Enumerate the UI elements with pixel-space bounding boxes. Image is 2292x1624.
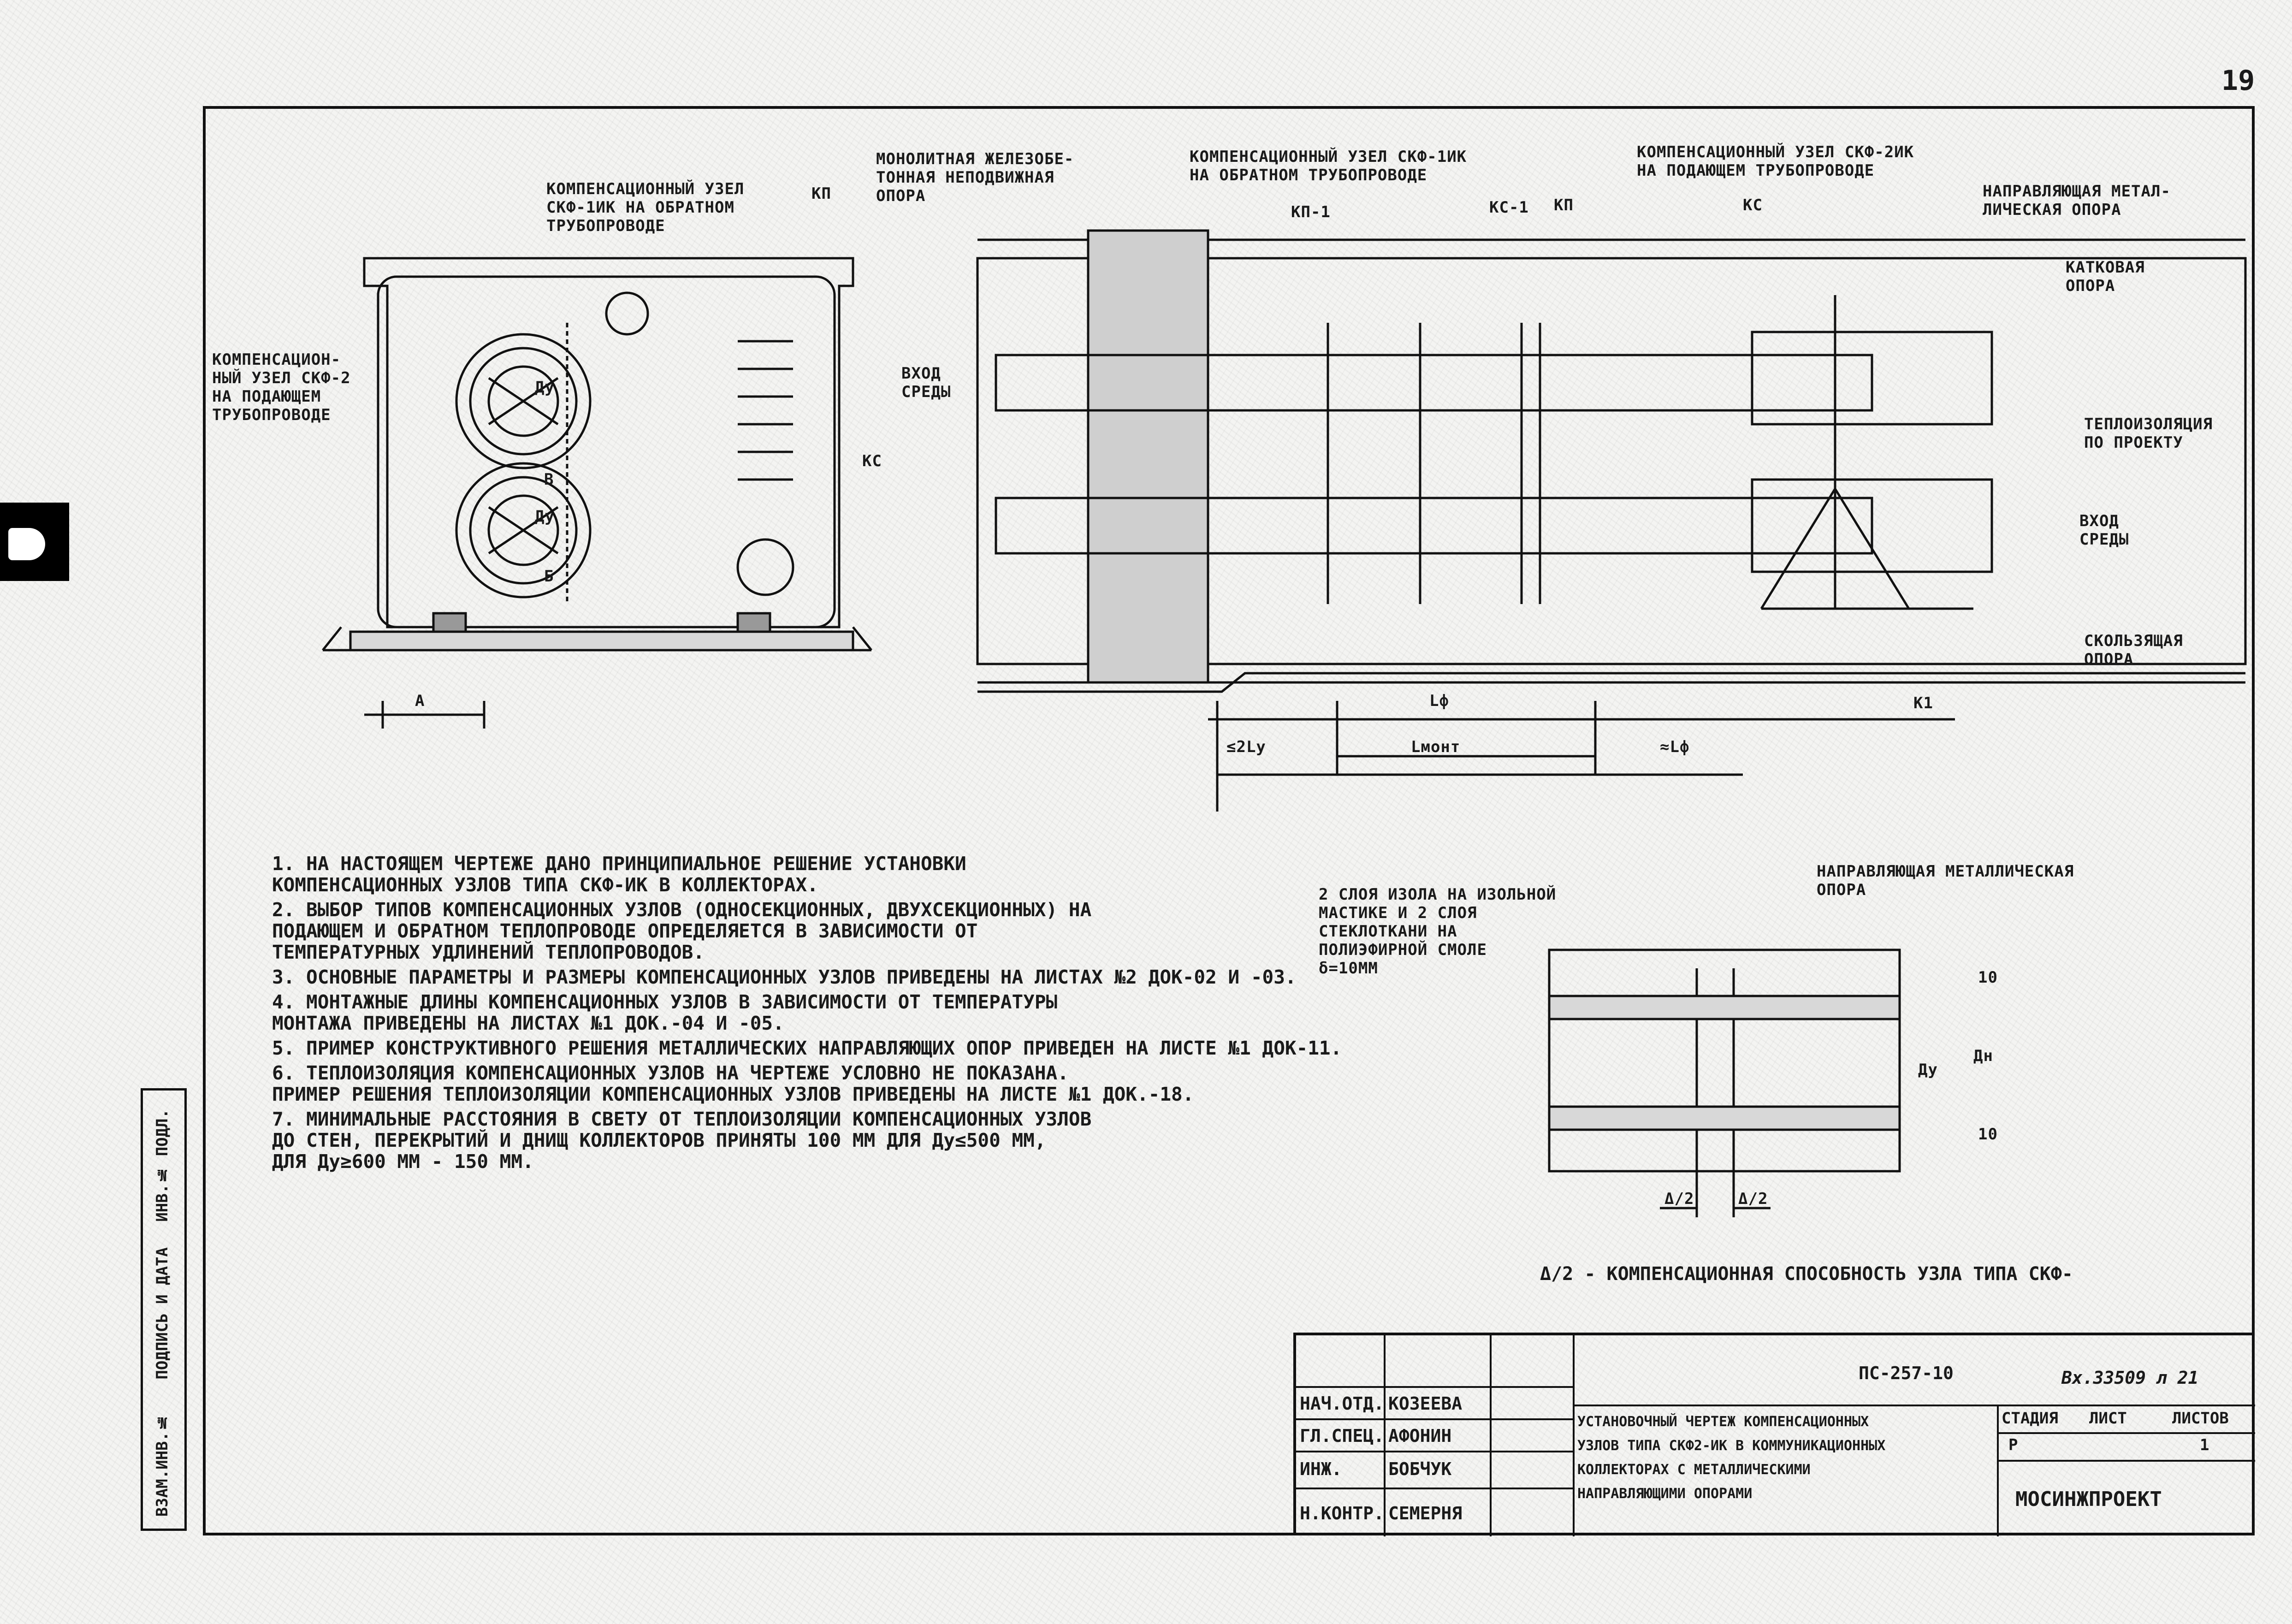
side-replace-inv: ВЗАМ.ИНВ.№ [153, 1413, 172, 1517]
note-4: 4. МОНТАЖНЫЕ ДЛИНЫ КОМПЕНСАЦИОННЫХ УЗЛОВ… [272, 991, 1058, 1034]
drawing-frame [203, 106, 2255, 1535]
kp-long-label: КП [1554, 196, 1574, 214]
medium-in-right-label: ВХОД СРЕДЫ [2079, 512, 2129, 549]
side-inv-original: ИНВ.№ ПОДЛ. [153, 1109, 172, 1222]
note-3: 3. ОСНОВНЫЕ ПАРАМЕТРЫ И РАЗМЕРЫ КОМПЕНСА… [272, 966, 1297, 988]
page-number: 19 [2221, 65, 2255, 97]
kc-long-label: КС [1743, 196, 1763, 214]
note-6: 6. ТЕПЛОИЗОЛЯЦИЯ КОМПЕНСАЦИОННЫХ УЗЛОВ Н… [272, 1062, 1194, 1105]
return-node-label: КОМПЕНСАЦИОННЫЙ УЗЕЛ СКФ-1ИК НА ОБРАТНОМ… [546, 180, 745, 235]
fixed-support-label: МОНОЛИТНАЯ ЖЕЛЕЗОБЕ- ТОННАЯ НЕПОДВИЖНАЯ … [876, 150, 1074, 205]
note-7: 7. МИНИМАЛЬНЫЕ РАССТОЯНИЯ В СВЕТУ ОТ ТЕП… [272, 1108, 1092, 1173]
longitudinal-drawing [976, 229, 2247, 812]
supply-node-label: КОМПЕНСАЦИОН- НЫЙ УЗЕЛ СКФ-2 НА ПОДАЮЩЕМ… [212, 350, 351, 424]
sheet-header: ЛИСТ [2089, 1409, 2127, 1428]
legend-text: Δ/2 - КОМПЕНСАЦИОННАЯ СПОСОБНОСТЬ УЗЛА Т… [1540, 1263, 2073, 1285]
name-4: СЕМЕРНЯ [1388, 1503, 1463, 1523]
side-signature-date: ПОДПИСЬ И ДАТА [153, 1247, 172, 1380]
note-2: 2. ВЫБОР ТИПОВ КОМПЕНСАЦИОННЫХ УЗЛОВ (ОД… [272, 899, 1092, 963]
note-5: 5. ПРИМЕР КОНСТРУКТИВНОГО РЕШЕНИЯ МЕТАЛЛ… [272, 1037, 1342, 1059]
k1-label: К1 [1913, 694, 1933, 712]
general-notes: 1. НА НАСТОЯЩЕМ ЧЕРТЕЖЕ ДАНО ПРИНЦИПИАЛЬ… [272, 853, 1356, 1176]
dim-a-label: А [415, 692, 425, 710]
scan-clip-mark [0, 503, 69, 581]
medium-in-left-label: ВХОД СРЕДЫ [901, 364, 951, 401]
role-4: Н.КОНТР. [1300, 1503, 1385, 1523]
inventory-mark: Вх.33509 л 21 [2061, 1368, 2199, 1388]
detail-ten-bottom: 10 [1978, 1125, 1998, 1144]
roller-support-label: КАТКОВАЯ ОПОРА [2066, 258, 2145, 295]
sheets-header: ЛИСТОВ [2172, 1409, 2229, 1428]
title-block: ПС-257-10 Вх.33509 л 21 НАЧ.ОТД. КОЗЕЕВА… [1293, 1333, 2255, 1536]
doc-code: ПС-257-10 [1859, 1363, 1954, 1383]
detail-guide-title: НАПРАВЛЯЮЩАЯ МЕТАЛЛИЧЕСКАЯ ОПОРА [1817, 862, 2074, 899]
side-approval-strip: ИНВ.№ ПОДЛ. ПОДПИСЬ И ДАТА ВЗАМ.ИНВ.№ [141, 1088, 187, 1531]
name-2: АФОНИН [1388, 1426, 1452, 1446]
role-3: ИНЖ. [1300, 1459, 1342, 1479]
sliding-support-label: СКОЛЬЗЯЩАЯ ОПОРА [2084, 632, 2183, 669]
stage-header: СТАДИЯ [2002, 1409, 2058, 1428]
dim-mont-label: Lмонт [1411, 738, 1461, 756]
dim-lf-label: Lф [1429, 692, 1449, 710]
dy-label-2: Ду [535, 507, 555, 526]
cross-section-drawing [322, 257, 872, 729]
drawing-title: УСТАНОВОЧНЫЙ ЧЕРТЕЖ КОМПЕНСАЦИОННЫХ УЗЛО… [1577, 1414, 1886, 1502]
organization: МОСИНЖПРОЕКТ [2015, 1488, 2162, 1511]
role-1: НАЧ.ОТД. [1300, 1393, 1385, 1414]
detail-layers-label: 2 СЛОЯ ИЗОЛА НА ИЗОЛЬНОЙ МАСТИКЕ И 2 СЛО… [1319, 885, 1557, 978]
detail-ten-top: 10 [1978, 968, 1998, 987]
dy-label-1: Ду [535, 378, 555, 397]
kp-label: КП [811, 184, 831, 203]
dim-b-label: В [544, 470, 554, 489]
detail-dn-label: Дн [1973, 1047, 1993, 1065]
kc1-label: КС-1 [1489, 198, 1529, 217]
stage-value: Р [2008, 1436, 2018, 1454]
name-1: КОЗЕЕВА [1388, 1393, 1463, 1414]
supply-node-long-label: КОМПЕНСАЦИОННЫЙ УЗЕЛ СКФ-2ИК НА ПОДАЮЩЕМ… [1637, 143, 1914, 180]
dim-min-label: ≤2Ly [1226, 738, 1266, 756]
kp1-label: КП-1 [1291, 203, 1331, 221]
detail-dy-label: Ду [1918, 1061, 1938, 1079]
sheets-value: 1 [2200, 1436, 2209, 1454]
dim-lf2-label: ≈Lф [1660, 738, 1690, 756]
name-3: БОБЧУК [1388, 1459, 1452, 1479]
detail-drawing [1548, 948, 1901, 1217]
detail-d2-right: Δ/2 [1738, 1190, 1768, 1208]
dim-b-small-label: Б [544, 567, 554, 586]
detail-d2-left: Δ/2 [1664, 1190, 1694, 1208]
return-node-long-label: КОМПЕНСАЦИОННЫЙ УЗЕЛ СКФ-1ИК НА ОБРАТНОМ… [1190, 148, 1467, 184]
kc-label: КС [862, 452, 882, 470]
role-2: ГЛ.СПЕЦ. [1300, 1426, 1385, 1446]
note-1: 1. НА НАСТОЯЩЕМ ЧЕРТЕЖЕ ДАНО ПРИНЦИПИАЛЬ… [272, 853, 966, 896]
guide-support-label: НАПРАВЛЯЮЩАЯ МЕТАЛ- ЛИЧЕСКАЯ ОПОРА [1983, 182, 2171, 219]
insulation-label: ТЕПЛОИЗОЛЯЦИЯ ПО ПРОЕКТУ [2084, 415, 2213, 452]
